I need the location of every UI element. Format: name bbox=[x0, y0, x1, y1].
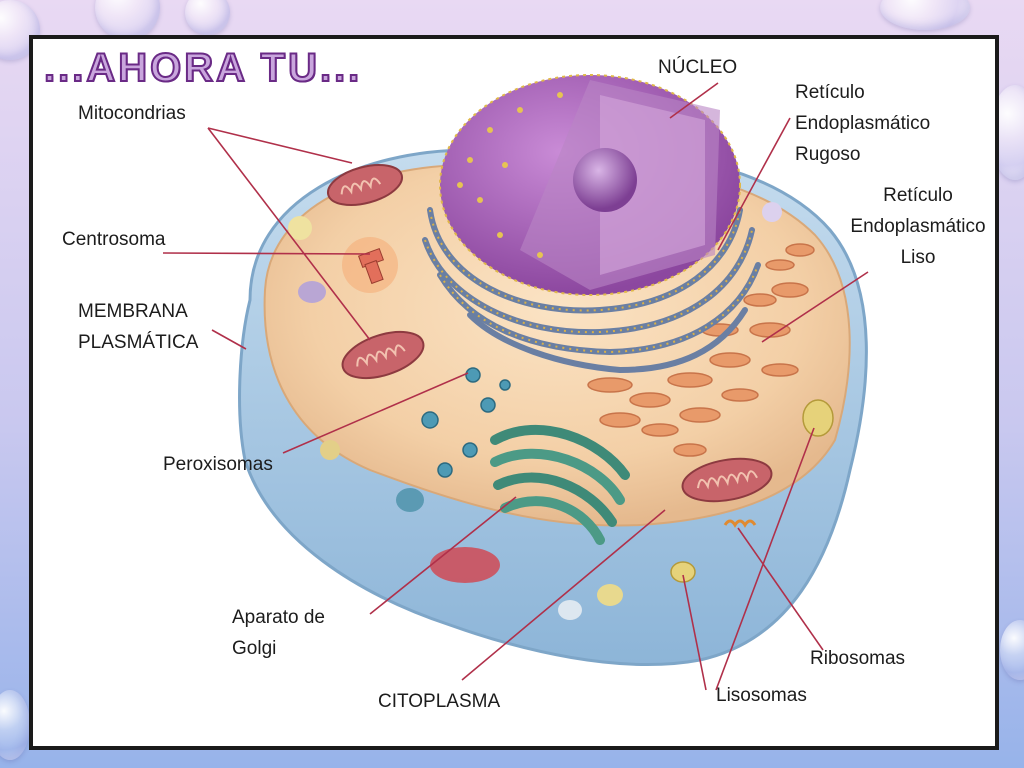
label-membrana-plasmatica: MEMBRANA PLASMÁTICA bbox=[78, 301, 199, 353]
vacuole bbox=[298, 281, 326, 303]
label-mitocondrias: Mitocondrias bbox=[78, 103, 186, 124]
golgi-apparatus bbox=[490, 424, 630, 545]
label-aparato-golgi: Aparato de Golgi bbox=[232, 607, 325, 659]
pointer-lines bbox=[162, 82, 869, 691]
label-ribosomas: Ribosomas bbox=[810, 648, 906, 669]
vesicle bbox=[597, 584, 623, 606]
vesicle bbox=[430, 547, 500, 583]
lysosome bbox=[670, 561, 696, 583]
label-reticulo-liso: Retículo Endoplasmático Liso bbox=[850, 185, 986, 268]
peroxisome bbox=[421, 367, 511, 478]
smooth-er bbox=[587, 243, 815, 457]
nucleolus bbox=[573, 148, 637, 212]
slide-title: ...AHORA TU... bbox=[43, 45, 363, 91]
label-peroxisomas: Peroxisomas bbox=[163, 454, 273, 475]
rough-er-ribosomes bbox=[424, 209, 759, 354]
bubble-decoration bbox=[185, 0, 230, 35]
vesicle bbox=[558, 600, 582, 620]
vacuole bbox=[288, 216, 312, 240]
nucleus-pores bbox=[457, 92, 563, 258]
label-citoplasma: CITOPLASMA bbox=[378, 691, 501, 712]
label-centrosoma: Centrosoma bbox=[62, 229, 166, 250]
nucleus bbox=[439, 74, 741, 296]
mitochondrion bbox=[681, 457, 773, 503]
centrosome bbox=[342, 237, 398, 293]
vesicle bbox=[396, 488, 424, 512]
lysosome bbox=[802, 399, 834, 437]
mitochondrion bbox=[327, 164, 403, 206]
label-lisosomas: Lisosomas bbox=[716, 685, 807, 706]
label-reticulo-rugoso: Retículo Endoplasmático Rugoso bbox=[795, 82, 931, 165]
vesicle bbox=[320, 440, 340, 460]
label-nucleo: NÚCLEO bbox=[658, 57, 738, 78]
mitochondrion bbox=[341, 330, 425, 380]
vacuole bbox=[762, 202, 782, 222]
ribosome-chain bbox=[723, 519, 757, 528]
